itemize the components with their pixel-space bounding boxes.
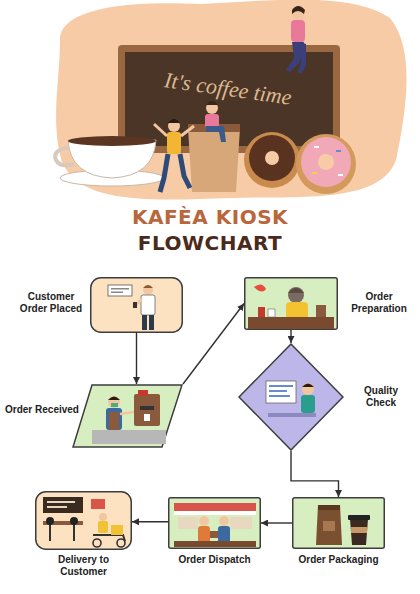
process-box: Order Preparation xyxy=(244,277,338,330)
decision-diamond: Quality Check xyxy=(238,343,344,451)
node-illustration xyxy=(292,497,385,549)
node-illustration xyxy=(168,497,261,549)
step-name: Order Preparation xyxy=(344,291,414,315)
step-name: Order Dispatch xyxy=(168,554,261,566)
step-label: Customer Order Placed xyxy=(16,291,86,315)
step-label: Order Preparation xyxy=(344,291,414,315)
step-name: Customer Order Placed xyxy=(16,291,86,315)
flow-arrow xyxy=(132,521,168,522)
step-label: Delivery to Customer xyxy=(35,554,132,578)
node-illustration xyxy=(72,384,183,448)
step-name: Quality Check xyxy=(348,385,414,409)
node-illustration xyxy=(244,277,338,330)
step-label: Order Received xyxy=(4,404,80,416)
process-box: Order Dispatch xyxy=(168,497,261,549)
step-name: Order Packaging xyxy=(292,554,385,566)
flow-arrow xyxy=(290,330,291,343)
process-box: Delivery to Customer xyxy=(35,491,132,550)
header-illustration xyxy=(0,0,420,205)
step-label: Quality Check xyxy=(348,385,414,409)
chalkboard-text: It's coffee time xyxy=(127,62,329,116)
step-label: Order Packaging xyxy=(292,554,385,566)
flow-arrow xyxy=(183,304,244,385)
node-illustration xyxy=(35,491,132,550)
diagram-title: KAFÈA KIOSK FLOWCHART xyxy=(118,204,302,256)
step-name: Delivery to Customer xyxy=(35,554,132,578)
flow-arrow xyxy=(136,333,137,384)
process-box: Order Packaging xyxy=(292,497,385,549)
step-name: Order Received xyxy=(4,404,80,416)
process-box: Customer Order Placed xyxy=(90,277,183,333)
flow-arrow xyxy=(261,522,292,523)
flow-arrow xyxy=(291,451,339,497)
input-parallelogram: Order Received xyxy=(72,384,183,448)
node-illustration xyxy=(90,277,183,333)
step-label: Order Dispatch xyxy=(168,554,261,566)
node-illustration xyxy=(238,343,344,451)
